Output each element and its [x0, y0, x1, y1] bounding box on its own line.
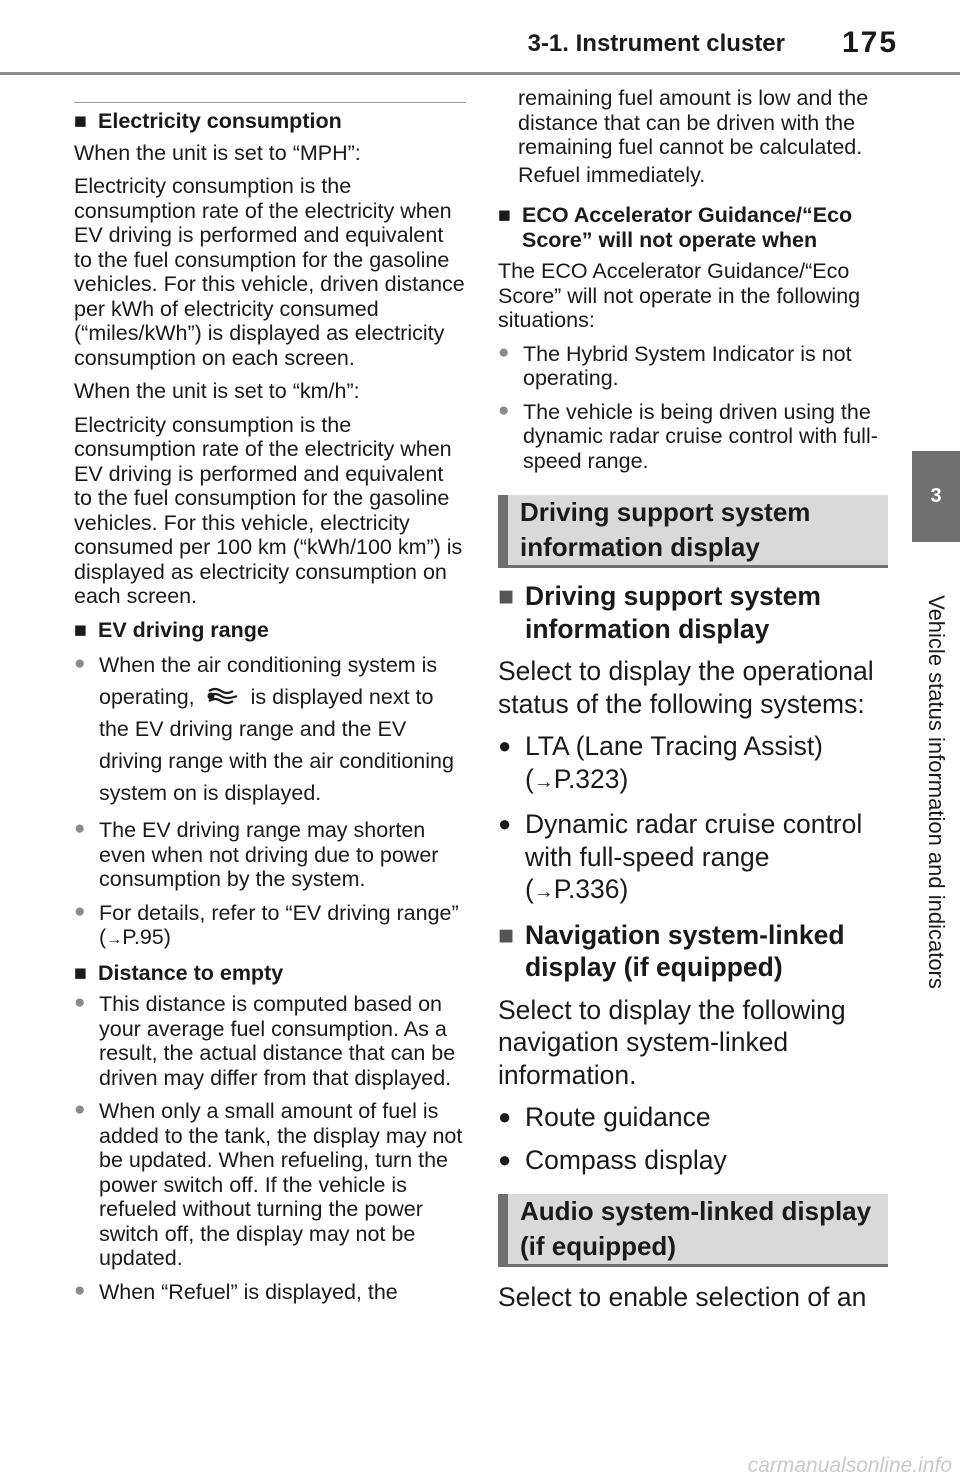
air-conditioning-icon: [207, 687, 238, 705]
ev-bullet-3-post: ): [163, 925, 171, 949]
refuel-action: Refuel immediately.: [518, 162, 706, 187]
page-ref-95[interactable]: P.95: [122, 925, 164, 949]
eco-heading: ECO Accelerator Guidance/“Eco Score” wil…: [498, 203, 888, 252]
dss-heading: Driving support system information displ…: [498, 580, 888, 645]
nav-bullet-route: Route guidance: [498, 1101, 888, 1134]
dss-section-title: Driving support system information displ…: [498, 495, 888, 568]
dss-bullet-lta: LTA (Lane Tracing Assist)(→P.323): [498, 730, 888, 798]
chapter-tab: 3: [912, 451, 960, 542]
dss-intro: Select to display the operational status…: [498, 656, 874, 719]
left-column: Electricity consumption When the unit is…: [74, 102, 466, 1313]
dte-bullet-1: This distance is computed based on your …: [74, 991, 466, 1090]
nav-bullet-compass: Compass display: [498, 1144, 888, 1177]
page-number: 175: [842, 26, 899, 59]
dte-bullet-2: When only a small amount of fuel is adde…: [74, 1098, 466, 1271]
chapter-title: Vehicle status information and indicator…: [924, 595, 949, 989]
audio-section-title: Audio system-linked display (if equipped…: [498, 1194, 888, 1267]
section-title: 3-1. Instrument cluster: [527, 30, 785, 57]
dte-bullet-3: When “Refuel” is displayed, the: [74, 1279, 466, 1305]
refuel-continued: remaining fuel amount is low and the dis…: [518, 86, 869, 159]
drcc-text: Dynamic radar cruise control with full-s…: [525, 809, 863, 872]
eco-bullet-2: The vehicle is being driven using the dy…: [498, 399, 888, 474]
dss-bullet-drcc: Dynamic radar cruise control with full-s…: [498, 808, 888, 909]
kmh-text: Electricity consumption is the consumpti…: [74, 412, 463, 609]
ev-range-bullet-1: When the air conditioning system is oper…: [74, 648, 466, 809]
watermark: carmanualsonline.info: [747, 1454, 952, 1477]
eco-intro: The ECO Accelerator Guidance/“Eco Score”…: [498, 259, 861, 332]
nav-intro: Select to display the following navigati…: [498, 994, 846, 1090]
ev-range-heading: EV driving range: [74, 618, 466, 643]
mph-label: When the unit is set to “MPH”:: [74, 140, 361, 165]
dte-heading: Distance to empty: [74, 961, 466, 986]
ev-bullet-1-pre: When the air conditioning system is oper…: [99, 653, 438, 709]
arrow-icon: →: [106, 930, 123, 948]
page-ref-336[interactable]: P.336: [553, 874, 620, 904]
lta-text: LTA (Lane Tracing Assist): [525, 731, 824, 761]
nav-heading: Navigation system-linked display (if equ…: [498, 919, 888, 984]
electricity-heading: Electricity consumption: [74, 109, 466, 134]
right-column: remaining fuel amount is low and the dis…: [498, 86, 888, 1324]
arrow-icon: →: [533, 770, 554, 793]
mph-text: Electricity consumption is the consumpti…: [74, 174, 465, 370]
eco-bullet-1: The Hybrid System Indicator is not opera…: [498, 341, 888, 391]
page-ref-323[interactable]: P.323: [553, 763, 620, 794]
ev-range-bullet-3: For details, refer to “EV driving range”…: [74, 900, 466, 952]
ev-bullet-1-post: is displayed next to the EV driving rang…: [99, 685, 454, 805]
arrow-icon: →: [533, 881, 554, 903]
kmh-label: When the unit is set to “km/h”:: [74, 379, 360, 403]
ev-range-bullet-2: The EV driving range may shorten even wh…: [74, 817, 466, 892]
header-rule: [0, 72, 960, 75]
audio-intro: Select to enable selection of an: [498, 1282, 867, 1312]
ev-bullet-3-pre: For details, refer to “EV driving range”…: [99, 900, 459, 950]
